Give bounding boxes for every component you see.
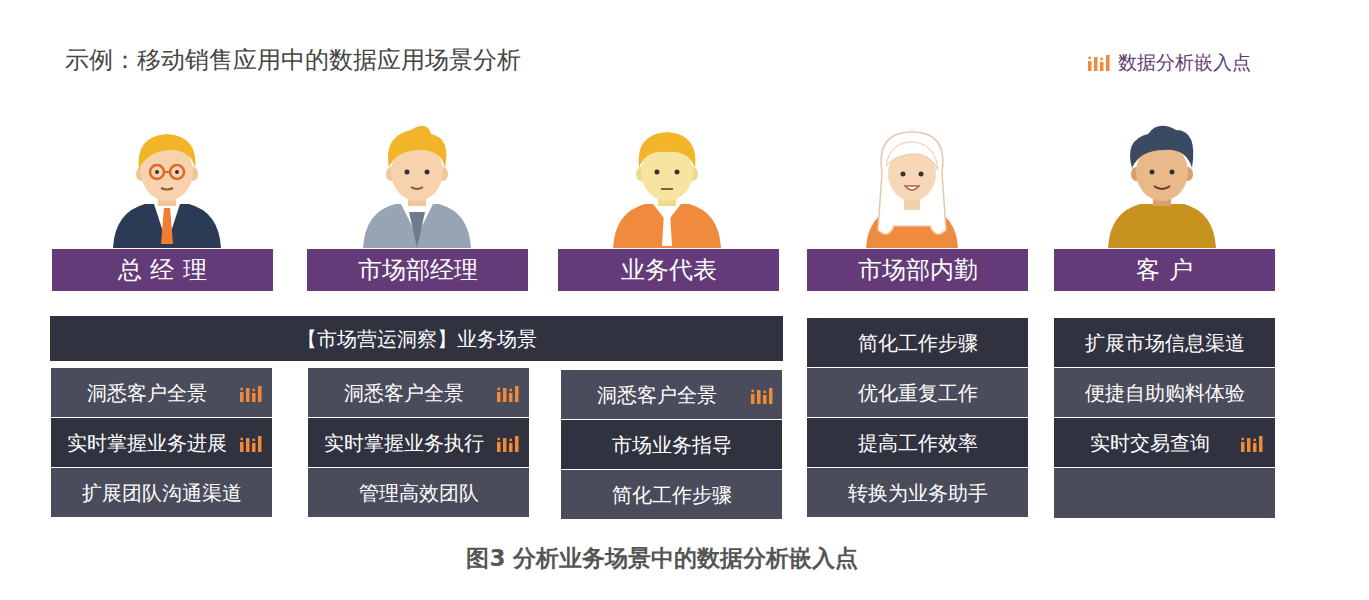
manager-figure — [113, 134, 221, 248]
empty-cell — [1054, 468, 1275, 518]
scenario-cell: 管理高效团队 — [308, 468, 529, 517]
node-label: 【市场营运洞察】业务场景 — [297, 327, 537, 351]
scenario-cell: 简化工作步骤 — [561, 470, 782, 519]
node-label: 市场部经理 — [358, 256, 478, 285]
node-label: 洞悉客户全景 — [87, 381, 207, 405]
analysis-icon — [497, 436, 519, 452]
node-label: 便捷自助购料体验 — [1085, 381, 1245, 405]
node-label: 实时掌握业务执行 — [324, 431, 484, 455]
assistant-figure — [866, 132, 958, 248]
node-label: 扩展市场信息渠道 — [1085, 331, 1245, 355]
scenario-cell: 便捷自助购料体验 — [1054, 368, 1275, 417]
legend-label: 数据分析嵌入点 — [1118, 50, 1251, 76]
scenario-cell: 简化工作步骤 — [807, 318, 1028, 367]
node-label: 优化重复工作 — [858, 381, 978, 405]
analysis-icon — [497, 386, 519, 402]
node-label: 客户 — [1136, 256, 1201, 285]
role-bar: 市场部内勤 — [807, 249, 1028, 291]
analysis-icon — [240, 436, 262, 452]
scenario-cell: 扩展市场信息渠道 — [1054, 318, 1275, 367]
node-label: 洞悉客户全景 — [344, 381, 464, 405]
node-label: 转换为业务助手 — [848, 481, 988, 505]
analysis-icon — [1241, 436, 1263, 452]
scenario-cell: 实时交易查询 — [1054, 418, 1275, 467]
legend-icon — [1088, 55, 1110, 71]
role-bar: 业务代表 — [558, 249, 779, 291]
scenario-cell: 洞悉客户全景 — [51, 368, 272, 417]
node-label: 业务代表 — [621, 256, 717, 285]
scenario-cell: 实时掌握业务进展 — [51, 418, 272, 467]
sales-rep-figure — [613, 132, 721, 248]
node-label: 管理高效团队 — [359, 481, 479, 505]
role-bar: 总经理 — [52, 249, 273, 291]
scenario-cell: 扩展团队沟通渠道 — [51, 468, 272, 517]
node-label: 市场业务指导 — [612, 433, 732, 457]
customer-figure — [1108, 126, 1216, 248]
marketing-manager-figure — [363, 126, 471, 248]
node-label: 总经理 — [118, 256, 215, 285]
diagram-title: 示例：移动销售应用中的数据应用场景分析 — [65, 44, 521, 76]
analysis-icon — [751, 388, 773, 404]
node-label: 市场部内勤 — [858, 256, 978, 285]
analysis-icon — [240, 386, 262, 402]
scenario-cell: 实时掌握业务执行 — [308, 418, 529, 467]
scenario-cell: 提高工作效率 — [807, 418, 1028, 467]
node-label: 实时掌握业务进展 — [67, 431, 227, 455]
node-label: 洞悉客户全景 — [597, 383, 717, 407]
role-bar: 客户 — [1054, 249, 1275, 291]
scenario-band: 【市场营运洞察】业务场景 — [50, 316, 783, 361]
figure-caption: 图3 分析业务场景中的数据分析嵌入点 — [0, 543, 1325, 574]
node-label: 简化工作步骤 — [612, 483, 732, 507]
role-bar: 市场部经理 — [307, 249, 528, 291]
scenario-cell: 市场业务指导 — [561, 420, 782, 469]
scenario-cell: 洞悉客户全景 — [561, 370, 782, 419]
scenario-cell: 转换为业务助手 — [807, 468, 1028, 517]
scenario-cell: 洞悉客户全景 — [308, 368, 529, 417]
node-label: 简化工作步骤 — [858, 331, 978, 355]
node-label: 实时交易查询 — [1090, 431, 1210, 455]
node-label: 扩展团队沟通渠道 — [82, 481, 242, 505]
scenario-cell: 优化重复工作 — [807, 368, 1028, 417]
node-label: 提高工作效率 — [858, 431, 978, 455]
